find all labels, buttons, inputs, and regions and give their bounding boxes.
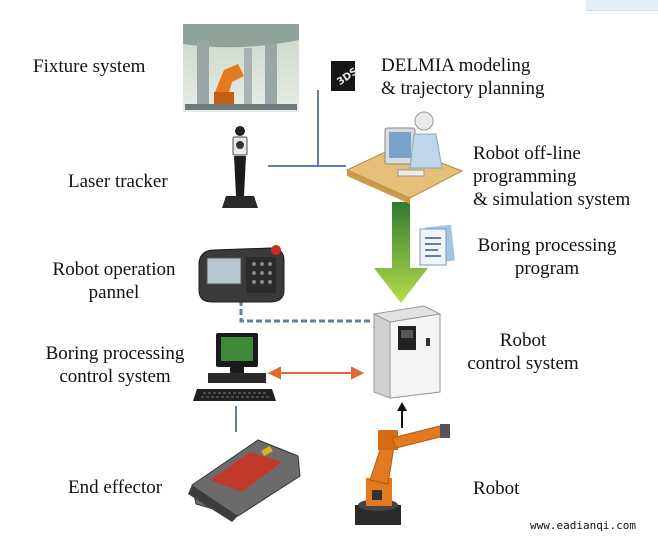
label-offline-line2: programming bbox=[473, 166, 577, 187]
label-delmia: DELMIA modeling & trajectory planning bbox=[381, 54, 545, 100]
laser-tracker-image bbox=[222, 126, 258, 208]
label-delmia-line1: DELMIA modeling bbox=[381, 55, 531, 76]
label-operation-panel-line2: pannel bbox=[88, 282, 140, 303]
label-offline-line1: Robot off-line bbox=[473, 143, 581, 164]
label-boring-program-line1: Boring processing bbox=[477, 235, 617, 256]
watermark: www.eadianqi.com bbox=[530, 519, 636, 532]
label-boring-control-line2: control system bbox=[59, 366, 171, 387]
label-delmia-line2: & trajectory planning bbox=[381, 78, 545, 99]
connector-lines bbox=[235, 90, 372, 432]
delmia-logo-icon: 3DS bbox=[331, 61, 360, 91]
label-fixture-system: Fixture system bbox=[33, 56, 146, 77]
label-boring-control: Boring processing control system bbox=[27, 342, 203, 388]
orange-double-arrow bbox=[267, 366, 365, 380]
label-robot-control-line1: Robot bbox=[499, 330, 547, 351]
label-end-effector: End effector bbox=[68, 477, 163, 498]
label-offline-line3: & simulation system bbox=[473, 189, 631, 210]
document-icon bbox=[419, 224, 455, 266]
industrial-robot-image bbox=[355, 424, 450, 525]
label-laser-tracker: Laser tracker bbox=[68, 171, 168, 192]
control-cabinet-image bbox=[372, 305, 442, 399]
label-offline-programming: Robot off-line programming & simulation … bbox=[473, 142, 630, 211]
computer-terminal-image bbox=[193, 333, 276, 401]
label-robot-control-line2: control system bbox=[467, 353, 579, 374]
label-robot-control: Robot control system bbox=[455, 329, 591, 375]
label-boring-control-line1: Boring processing bbox=[45, 343, 185, 364]
robot-up-arrow bbox=[397, 402, 407, 428]
label-robot: Robot bbox=[473, 478, 520, 499]
offline-programming-image bbox=[345, 111, 464, 204]
green-down-arrow bbox=[374, 202, 428, 303]
corner-tab bbox=[586, 0, 658, 11]
label-operation-panel-line1: Robot operation bbox=[52, 259, 176, 280]
label-boring-program-line2: program bbox=[514, 258, 580, 279]
label-boring-program: Boring processing program bbox=[462, 234, 632, 280]
label-operation-panel: Robot operation pannel bbox=[36, 258, 192, 304]
fixture-system-image bbox=[183, 24, 299, 112]
end-effector-image bbox=[188, 439, 301, 522]
dashed-panel-to-control bbox=[239, 300, 372, 323]
teach-pendant-image bbox=[198, 245, 285, 303]
